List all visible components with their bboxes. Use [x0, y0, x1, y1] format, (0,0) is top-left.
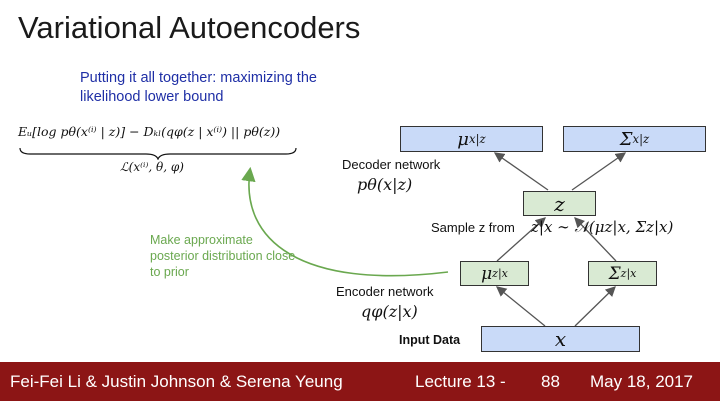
- elbo-equation: Eᵤ[log pθ(x⁽ⁱ⁾ | z)] − Dₖₗ(qφ(z | x⁽ⁱ⁾) …: [18, 124, 281, 139]
- footer-lecture: Lecture 13 -: [415, 372, 506, 391]
- sigma-z-given-x-subscript: z|x: [620, 267, 637, 280]
- mu-x-given-z-symbol: μ: [457, 128, 469, 150]
- posterior-annotation: Make approximate posterior distribution …: [150, 233, 296, 279]
- footer-authors: Fei-Fei Li & Justin Johnson & Serena Yeu…: [10, 372, 343, 391]
- sigma-x-given-z-symbol: Σ: [619, 128, 633, 150]
- mu-z-given-x-subscript: z|x: [492, 267, 508, 280]
- x-box: x: [481, 326, 640, 352]
- mu-z-given-x-symbol: μ: [481, 263, 493, 284]
- footer-page-number: 88: [541, 372, 560, 391]
- elbo-underbrace-label: ℒ(x⁽ⁱ⁾, θ, φ): [120, 160, 184, 174]
- sigma-z-given-x-symbol: Σ: [608, 263, 621, 284]
- encoder-network-label: Encoder network: [336, 284, 434, 299]
- footer-bar: [0, 362, 720, 401]
- z-box: z: [523, 191, 596, 216]
- encoder-math: qφ(z|x): [361, 302, 418, 321]
- decoder-network-label: Decoder network: [342, 157, 441, 172]
- decoder-math: pθ(x|z): [357, 175, 413, 194]
- underbrace: [19, 147, 297, 160]
- sample-math: z|x ∼ 𝒩(μz|x, Σz|x): [531, 218, 674, 236]
- slide-subtitle: Putting it all together: maximizing the …: [80, 70, 317, 105]
- mu-x-given-z-subscript: x|z: [469, 132, 486, 146]
- sigma-x-given-z-subscript: x|z: [632, 132, 650, 146]
- footer-date: May 18, 2017: [590, 372, 694, 391]
- input-data-label: Input Data: [399, 333, 461, 347]
- slide-title: Variational Autoencoders: [18, 10, 361, 45]
- sample-label: Sample z from: [431, 220, 515, 235]
